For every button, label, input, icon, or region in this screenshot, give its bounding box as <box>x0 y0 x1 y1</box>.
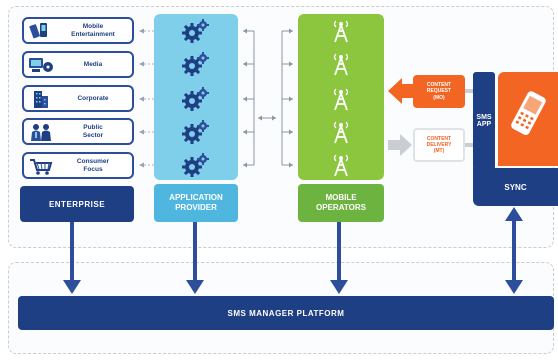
phone-box <box>498 72 558 166</box>
enterprise-item-label: Media <box>83 60 103 68</box>
sms-app-line1: SMS <box>476 113 492 121</box>
sms-app-box: SMS APP <box>473 72 495 170</box>
gear-icon <box>180 85 212 113</box>
mobile-operators-box: MOBILE OPERATORS <box>298 184 384 222</box>
enterprise-item-label-line1: Public <box>83 124 103 132</box>
content-delivery-box: CONTENT DELIVERY (MT) <box>413 128 465 162</box>
mobile-phones-icon <box>24 19 58 42</box>
enterprise-item-label-line2: Entertainment <box>71 30 115 38</box>
sync-box: SYNC <box>473 168 558 206</box>
mobile-phone-icon <box>508 86 548 147</box>
gear-icon <box>180 17 212 45</box>
enterprise-item-consumer-focus: Consumer Focus <box>22 152 134 179</box>
enterprise-item-label-line1: Consumer <box>76 158 110 166</box>
enterprise-item-corporate: Corporate <box>22 85 134 112</box>
gear-icon <box>180 151 212 179</box>
people-icon <box>24 120 58 143</box>
content-request-line1: CONTENT <box>426 82 452 89</box>
shopping-cart-icon <box>24 154 58 177</box>
cell-tower-icon <box>329 119 353 145</box>
gear-icon <box>180 50 212 78</box>
content-request-box: CONTENT REQUEST (MO) <box>413 75 465 108</box>
enterprise-item-label-line2: Focus <box>83 165 103 173</box>
application-provider-label-line1: APPLICATION <box>169 193 223 203</box>
corporate-building-icon <box>24 87 58 110</box>
mobile-operators-column <box>298 14 384 180</box>
enterprise-item-media: Media <box>22 51 134 78</box>
content-delivery-arrow <box>388 134 412 156</box>
application-provider-box: APPLICATION PROVIDER <box>154 184 238 222</box>
gear-icon <box>180 118 212 146</box>
enterprise-item-mobile-entertainment: Mobile Entertainment <box>22 17 134 44</box>
cell-tower-icon <box>329 51 353 77</box>
mobile-operators-label-line1: MOBILE <box>325 193 357 203</box>
content-request-line2: REQUEST <box>426 88 452 95</box>
application-provider-column <box>154 14 238 180</box>
mobile-operators-label-line2: OPERATORS <box>316 203 366 212</box>
content-request-arrow <box>388 78 413 104</box>
content-delivery-line3: (MT) <box>433 148 445 155</box>
enterprise-box: ENTERPRISE <box>20 186 134 222</box>
enterprise-item-label: Corporate <box>77 94 109 102</box>
enterprise-item-label-line2: Sector <box>82 131 104 139</box>
content-request-line3: (MO) <box>433 94 445 101</box>
sms-app-line2: APP <box>476 121 492 128</box>
content-delivery-line1: CONTENT <box>426 135 452 142</box>
cell-tower-icon <box>329 152 353 178</box>
media-icon <box>24 53 58 76</box>
content-delivery-line2: DELIVERY <box>426 141 452 148</box>
cell-tower-icon <box>329 86 353 112</box>
enterprise-item-public-sector: Public Sector <box>22 118 134 145</box>
enterprise-item-label-line1: Mobile <box>82 23 104 31</box>
sms-manager-platform: SMS MANAGER PLATFORM <box>18 296 554 330</box>
cell-tower-icon <box>329 18 353 44</box>
application-provider-label-line2: PROVIDER <box>175 203 217 212</box>
